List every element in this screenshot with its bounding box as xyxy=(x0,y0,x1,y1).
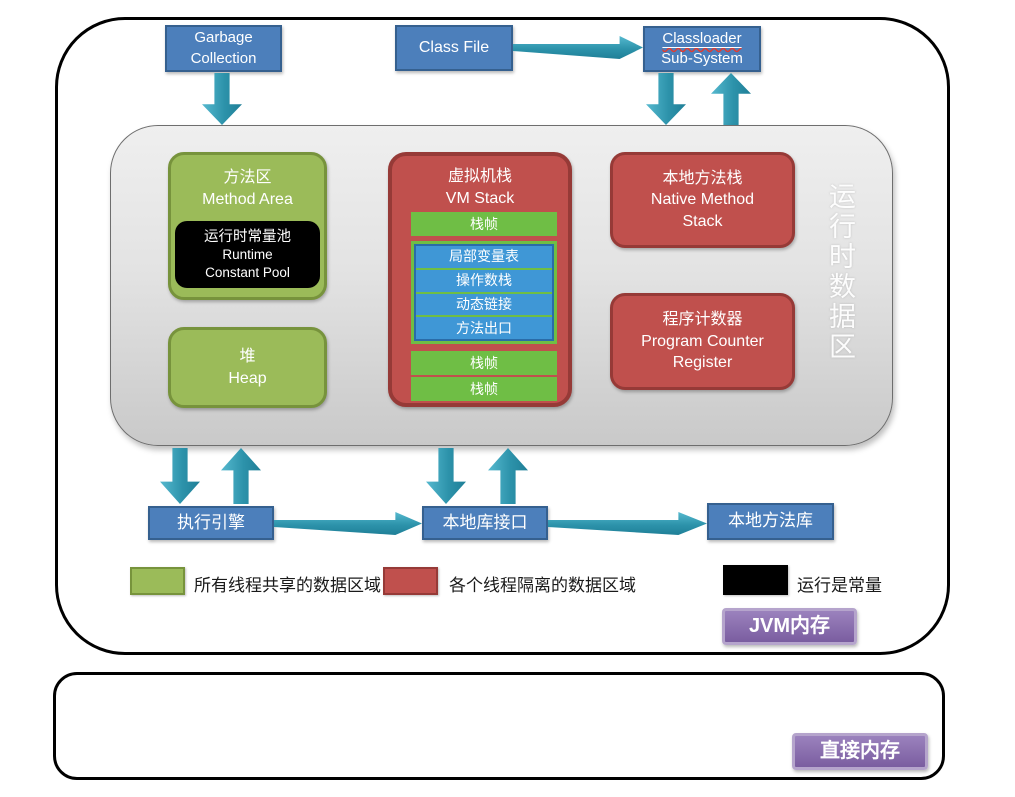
method-exit-row: 方法出口 xyxy=(416,317,552,339)
method-area-box: 方法区 Method Area 运行时常量池 Runtime Constant … xyxy=(168,152,327,300)
garbage-collection-line1: Garbage xyxy=(194,29,253,47)
local-variable-table-label: 局部变量表 xyxy=(449,248,519,265)
program-counter-box: 程序计数器 Program Counter Register xyxy=(610,293,795,390)
runtime-constant-pool-zh: 运行时常量池 xyxy=(204,228,291,245)
program-counter-zh: 程序计数器 xyxy=(662,311,743,329)
stack-frame-3-label: 栈帧 xyxy=(470,380,498,397)
stack-frame-detail-rows: 局部变量表 操作数栈 动态链接 方法出口 xyxy=(414,244,554,341)
operand-stack-label: 操作数栈 xyxy=(456,272,512,289)
stack-frame-2: 栈帧 xyxy=(411,351,557,375)
heap-en: Heap xyxy=(228,369,267,387)
vm-stack-box: 虚拟机栈 VM Stack 栈帧 局部变量表 操作数栈 动态链接 方法出口 xyxy=(388,152,572,407)
heap-box: 堆 Heap xyxy=(168,327,327,408)
execution-engine-label: 执行引擎 xyxy=(177,512,245,532)
dynamic-linking-row: 动态链接 xyxy=(416,293,552,316)
legend-constant-swatch xyxy=(723,565,788,595)
native-method-stack-box: 本地方法栈 Native Method Stack xyxy=(610,152,795,248)
native-library-box: 本地方法库 xyxy=(707,503,834,540)
program-counter-en2: Register xyxy=(672,354,733,372)
classloader-line2: Sub-System xyxy=(661,50,743,67)
stack-frame-detail: 局部变量表 操作数栈 动态链接 方法出口 xyxy=(411,241,557,344)
program-counter-en1: Program Counter xyxy=(641,332,764,350)
native-interface-box: 本地库接口 xyxy=(422,506,548,540)
method-area-zh: 方法区 xyxy=(223,169,272,186)
runtime-constant-pool-en2: Constant Pool xyxy=(205,264,290,280)
jvm-memory-label: JVM内存 xyxy=(748,615,831,637)
class-file-label: Class File xyxy=(418,39,490,57)
stack-frame-1: 栈帧 xyxy=(411,212,557,236)
jvm-memory-tag: JVM内存 xyxy=(722,608,857,645)
method-area-en: Method Area xyxy=(202,190,293,208)
runtime-data-area-label: 运行时数据区 xyxy=(825,182,855,362)
legend-shared-label: 所有线程共享的数据区域 xyxy=(194,576,381,595)
local-variable-table-row: 局部变量表 xyxy=(416,246,552,268)
direct-memory-tag: 直接内存 xyxy=(792,733,928,770)
operand-stack-row: 操作数栈 xyxy=(416,269,552,292)
native-library-label: 本地方法库 xyxy=(728,511,813,531)
vm-stack-zh: 虚拟机栈 xyxy=(447,168,512,185)
legend-constant-label: 运行是常量 xyxy=(797,576,882,595)
method-exit-label: 方法出口 xyxy=(456,319,512,336)
garbage-collection-box: Garbage Collection xyxy=(165,25,282,72)
native-method-stack-en1: Native Method xyxy=(650,191,755,209)
class-file-box: Class File xyxy=(395,25,513,71)
classloader-box: Classloader Sub-System xyxy=(643,26,761,72)
classloader-line1: Classloader xyxy=(662,29,742,47)
runtime-constant-pool-en1: Runtime xyxy=(222,247,273,263)
execution-engine-box: 执行引擎 xyxy=(148,506,274,540)
vm-stack-en: VM Stack xyxy=(445,189,515,207)
stack-frame-2-label: 栈帧 xyxy=(470,354,498,371)
garbage-collection-line2: Collection xyxy=(190,49,257,67)
legend-shared-swatch xyxy=(130,567,185,595)
native-method-stack-en2: Stack xyxy=(682,212,723,230)
legend-isolated-label: 各个线程隔离的数据区域 xyxy=(449,576,636,595)
direct-memory-label: 直接内存 xyxy=(820,740,900,762)
stack-frame-3: 栈帧 xyxy=(411,377,557,401)
runtime-constant-pool-box: 运行时常量池 Runtime Constant Pool xyxy=(175,221,320,288)
native-interface-label: 本地库接口 xyxy=(442,512,528,532)
stack-frame-1-label: 栈帧 xyxy=(470,215,498,232)
legend-isolated-swatch xyxy=(383,567,438,595)
dynamic-linking-label: 动态链接 xyxy=(456,295,512,312)
heap-zh: 堆 xyxy=(239,347,256,365)
native-method-stack-zh: 本地方法栈 xyxy=(662,169,743,187)
